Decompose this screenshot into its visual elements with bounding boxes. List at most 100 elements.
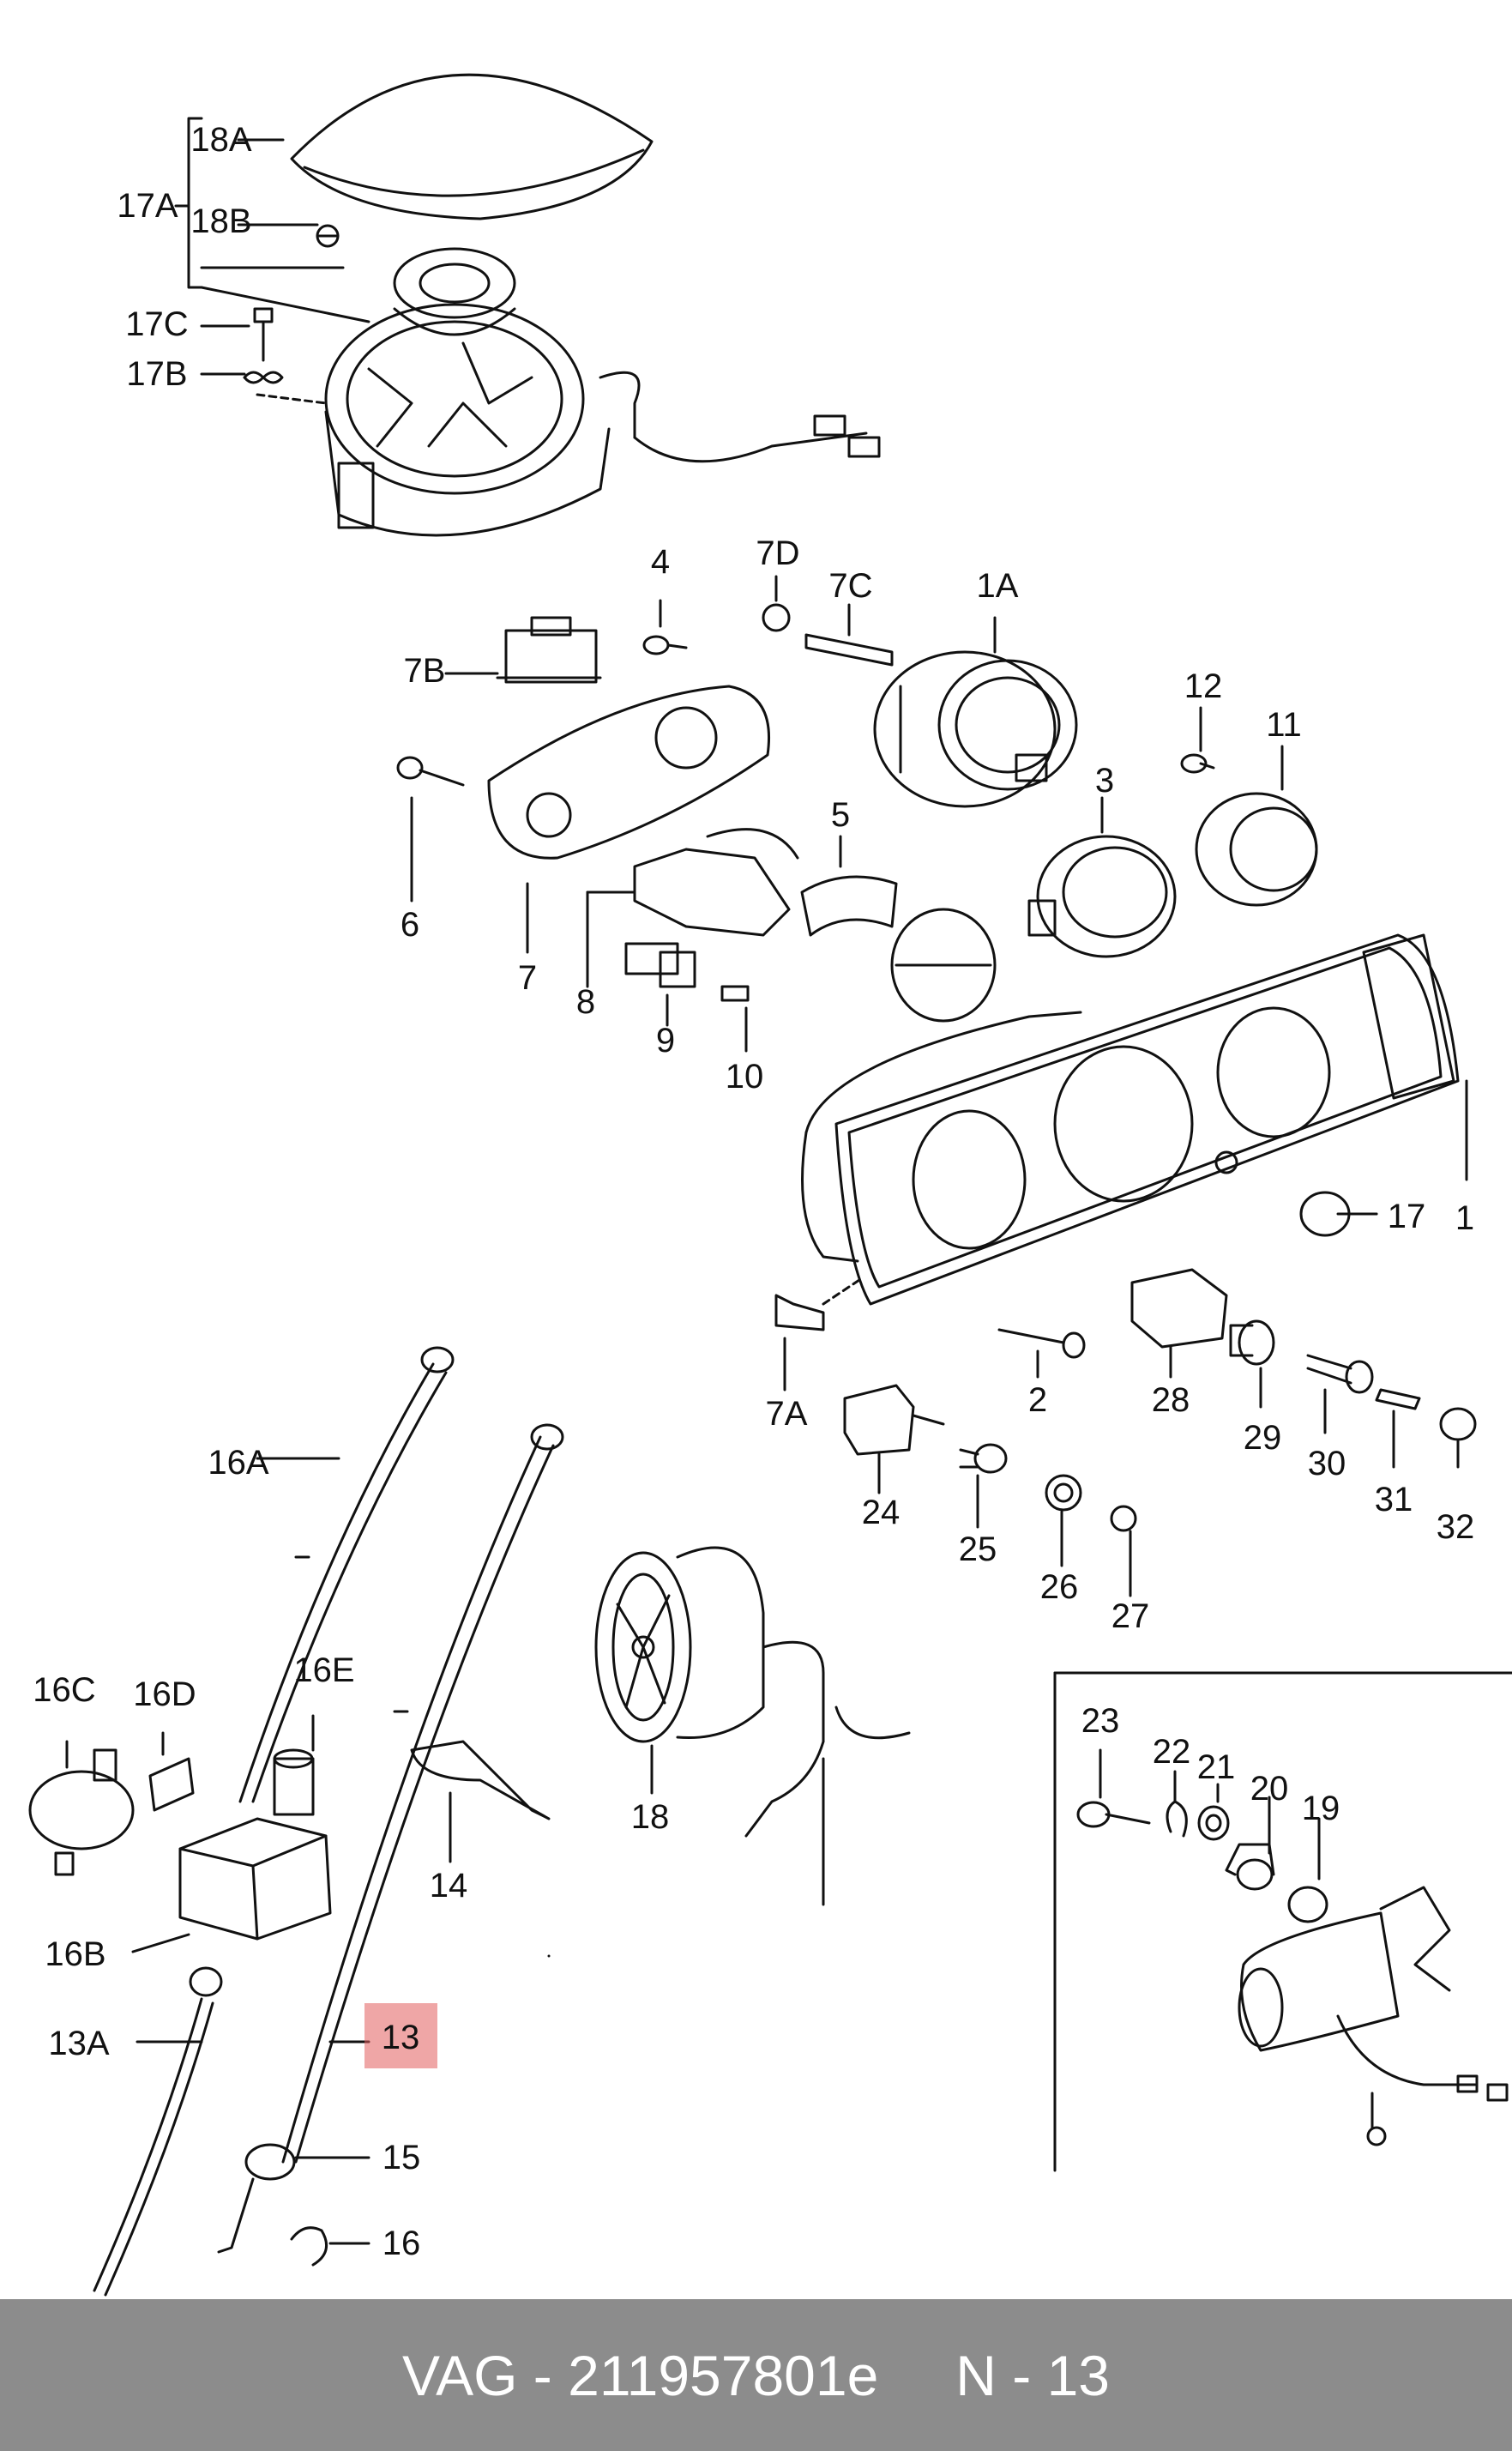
part-number: VAG - 211957801e — [401, 2343, 879, 2407]
warning-light-5 — [800, 835, 898, 937]
screw-23 — [1076, 1748, 1151, 1828]
label-25: 25 — [958, 1530, 997, 1568]
label-26: 26 — [1039, 1568, 1079, 1606]
knob-29 — [1229, 1319, 1275, 1409]
label-22: 22 — [1152, 1733, 1191, 1771]
label-30: 30 — [1307, 1445, 1346, 1482]
label-7A: 7A — [765, 1395, 808, 1433]
page-number: N - 13 — [955, 2343, 1111, 2407]
washer-22 — [1166, 1770, 1188, 1838]
bracket-17a — [174, 117, 370, 376]
clip-27 — [1110, 1505, 1137, 1597]
bulb-10 — [720, 985, 750, 1053]
label-1A: 1A — [976, 567, 1019, 605]
footer-bar: VAG - 211957801e N - 13 — [0, 2299, 1512, 2451]
gearbox-16b — [131, 1817, 332, 1953]
label-29: 29 — [1243, 1419, 1282, 1457]
label-6: 6 — [400, 906, 420, 944]
label-10: 10 — [725, 1058, 764, 1096]
label-4: 4 — [650, 543, 671, 581]
label-11: 11 — [1266, 706, 1302, 744]
blower-cover-screw — [316, 224, 340, 248]
label-7D: 7D — [756, 534, 800, 572]
label-16C: 16C — [33, 1671, 96, 1709]
blower-cover-dome — [290, 73, 654, 220]
speedo-cable-13 — [281, 1423, 564, 2164]
label-18B: 18B — [190, 202, 252, 240]
connector-16e — [273, 1714, 315, 1816]
label-31: 31 — [1374, 1481, 1413, 1518]
label-3: 3 — [1094, 762, 1115, 800]
cable-end-13a — [93, 1966, 223, 2297]
parts-diagram: 18A 17A 18B 17C 17B 4 7D 7C 1A 7B 12 11 … — [28, 73, 1512, 2297]
label-7: 7 — [517, 959, 538, 997]
label-9: 9 — [655, 1022, 676, 1059]
pin-31 — [1375, 1388, 1421, 1469]
screw-25 — [959, 1443, 1008, 1529]
circlip-16 — [290, 2226, 370, 2267]
label-21: 21 — [1196, 1748, 1236, 1786]
label-12: 12 — [1184, 667, 1223, 705]
screw-6 — [396, 756, 465, 903]
label-7B: 7B — [403, 652, 446, 690]
label-20: 20 — [1250, 1770, 1289, 1808]
speedo-cable-16a — [238, 1346, 455, 1803]
inset-frame — [1053, 1671, 1512, 2172]
exploded-view-drawing — [28, 73, 1512, 2297]
label-27: 27 — [1111, 1597, 1150, 1635]
label-24: 24 — [861, 1494, 901, 1531]
label-16: 16 — [382, 2225, 421, 2262]
label-15: 15 — [382, 2139, 421, 2176]
bulb-holder-7d — [762, 575, 791, 632]
adapter-16c — [28, 1740, 135, 1876]
bulb-socket-9 — [624, 942, 696, 1027]
ring-21 — [1197, 1783, 1230, 1841]
bushing-20 — [1225, 1796, 1275, 1891]
blower-motor-housing — [324, 247, 881, 537]
label-14: 14 — [429, 1867, 468, 1905]
switch-24 — [843, 1384, 945, 1494]
label-13A: 13A — [48, 2025, 110, 2062]
label-32: 32 — [1436, 1508, 1475, 1546]
switch-plate-7 — [487, 685, 770, 954]
label-19: 19 — [1301, 1790, 1340, 1827]
screw-4 — [642, 599, 688, 655]
blower-clip-17b — [243, 371, 328, 405]
instrument-panel-1 — [801, 933, 1468, 1306]
label-5: 5 — [830, 796, 851, 834]
leader-lines — [547, 1212, 1378, 1958]
label-17A: 17A — [117, 187, 178, 225]
grommet-15 — [217, 2143, 370, 2254]
label-8: 8 — [575, 983, 596, 1021]
bracket-7c — [804, 603, 894, 667]
lens-cover — [890, 908, 997, 1023]
blower-screw-17c — [253, 307, 274, 362]
label-7C: 7C — [828, 567, 873, 605]
label-28: 28 — [1151, 1381, 1190, 1419]
fan-motor-inset — [1238, 1886, 1509, 2146]
label-23: 23 — [1081, 1702, 1120, 1740]
cap-19 — [1287, 1817, 1328, 1923]
screw-12 — [1180, 706, 1215, 774]
label-1: 1 — [1455, 1199, 1475, 1237]
knob-32 — [1439, 1407, 1477, 1469]
label-16E: 16E — [293, 1651, 355, 1689]
clock-11 — [1195, 745, 1318, 907]
label-17: 17 — [1387, 1198, 1426, 1235]
fan-motor-18 — [594, 1546, 911, 1906]
knob-30 — [1306, 1354, 1374, 1434]
speedometer-1a — [873, 616, 1078, 808]
label-17C: 17C — [125, 305, 189, 343]
light-switch-8 — [586, 828, 799, 988]
highlight-box-13 — [364, 2003, 437, 2068]
label-18: 18 — [630, 1798, 670, 1836]
label-18A: 18A — [190, 121, 252, 159]
grommet-26 — [1045, 1474, 1082, 1567]
label-17B: 17B — [126, 355, 188, 393]
switch-7b — [444, 616, 602, 684]
bracket-7a — [774, 1277, 864, 1392]
cable-tie-14 — [410, 1740, 551, 1863]
label-16B: 16B — [45, 1935, 106, 1973]
screw-2 — [997, 1328, 1086, 1379]
label-16A: 16A — [208, 1444, 269, 1482]
